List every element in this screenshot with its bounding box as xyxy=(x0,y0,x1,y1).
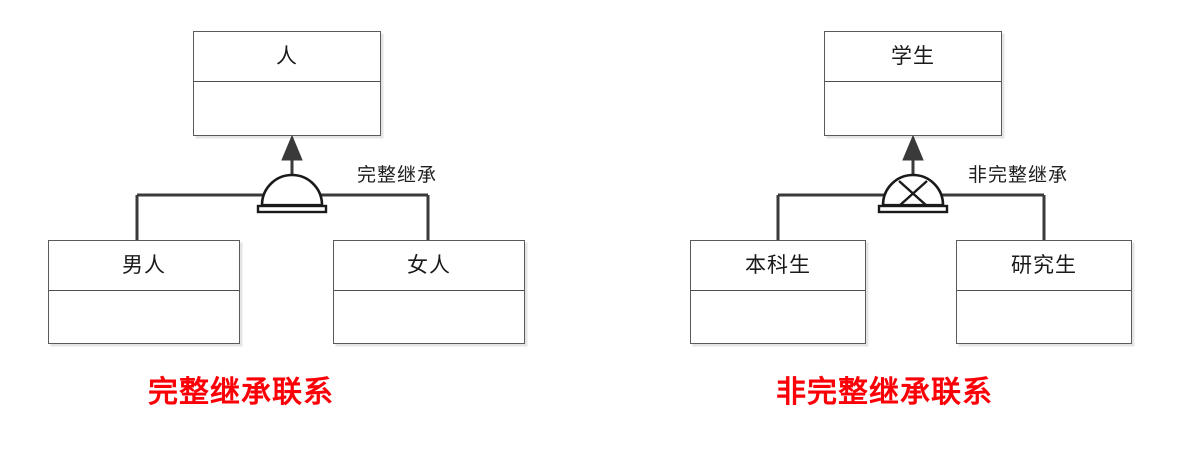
class-box-superclass[interactable]: 人 xyxy=(193,31,381,136)
class-box-subclass-2[interactable]: 女人 xyxy=(333,240,525,344)
class-name-label: 女人 xyxy=(334,241,524,291)
class-box-subclass-1[interactable]: 本科生 xyxy=(690,240,866,344)
class-name-label: 人 xyxy=(194,32,380,82)
class-name-label: 学生 xyxy=(825,32,1001,82)
panel-caption: 非完整继承联系 xyxy=(776,375,993,410)
relationship-label: 完整继承 xyxy=(357,165,438,186)
class-name-label: 本科生 xyxy=(691,241,865,291)
panel-incomplete-inheritance: 学生 本科生 研究生 非完整继承 非完整继承联系 xyxy=(591,0,1182,454)
class-attributes-compartment xyxy=(334,291,524,393)
class-box-superclass[interactable]: 学生 xyxy=(824,31,1002,136)
panel-complete-inheritance: 人 男人 女人 完整继承 完整继承联系 xyxy=(48,31,525,410)
class-name-label: 研究生 xyxy=(957,241,1131,291)
panel-caption: 完整继承联系 xyxy=(148,375,334,410)
class-attributes-compartment xyxy=(194,82,380,185)
class-box-subclass-2[interactable]: 研究生 xyxy=(956,240,1132,344)
class-name-label: 男人 xyxy=(49,241,239,291)
class-box-subclass-1[interactable]: 男人 xyxy=(48,240,240,344)
relationship-label: 非完整继承 xyxy=(968,165,1069,186)
